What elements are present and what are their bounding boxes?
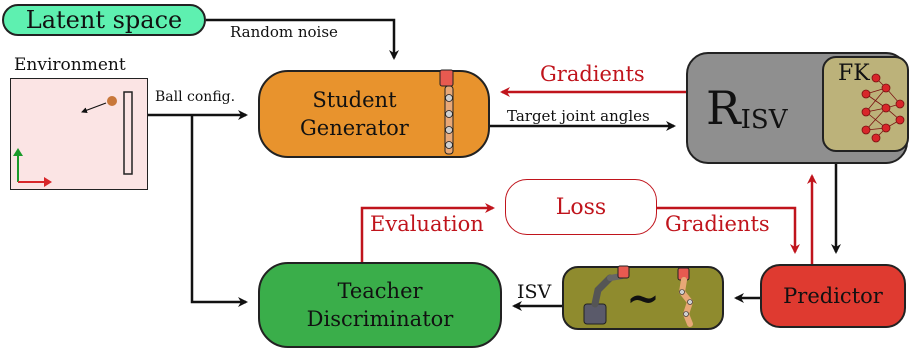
ball-config-label: Ball config. xyxy=(155,89,236,105)
environment-scene xyxy=(13,91,133,187)
x-axis-arrowhead xyxy=(44,177,52,187)
random-noise-label: Random noise xyxy=(230,23,338,41)
loss-node: Loss xyxy=(505,179,657,235)
gradients-mid-arrow xyxy=(657,206,800,254)
real-robot-icon xyxy=(583,265,630,325)
fk-label: FK xyxy=(838,61,870,86)
neural-network-icon xyxy=(861,73,905,143)
fk-node: FK xyxy=(822,56,909,152)
student-line1: Student xyxy=(312,88,397,112)
noise-arrow xyxy=(206,18,399,60)
target-joint-angles-label: Target joint angles xyxy=(507,107,650,125)
predictor-label: Predictor xyxy=(783,284,883,308)
teacher-discriminator-node: Teacher Discriminator xyxy=(258,262,502,348)
isv-label: ISV xyxy=(517,281,552,303)
loss-label: Loss xyxy=(555,194,607,220)
ball-config-teacher-arrow xyxy=(190,115,248,307)
risv-main-label: R xyxy=(706,81,741,135)
predictor-node: Predictor xyxy=(760,264,906,328)
robot-arm-icon xyxy=(439,69,454,155)
student-line2: Generator xyxy=(300,116,409,140)
latent-space-label: Latent space xyxy=(25,6,183,34)
simulated-robot-icon xyxy=(677,267,694,327)
latent-space-node: Latent space xyxy=(2,4,206,36)
teacher-line2: Discriminator xyxy=(306,307,454,331)
ball-velocity-arrow xyxy=(81,102,107,114)
environment-node xyxy=(10,78,148,190)
gradients-mid-label: Gradients xyxy=(665,212,770,236)
gradients-top-label: Gradients xyxy=(540,62,645,86)
evaluation-label: Evaluation xyxy=(370,212,484,236)
environment-label: Environment xyxy=(14,55,126,75)
paddle-shape xyxy=(123,91,133,175)
evaluation-arrow xyxy=(360,203,495,262)
teacher-line1: Teacher xyxy=(337,279,423,303)
y-axis-arrowhead xyxy=(13,148,23,156)
risv-sub-label: ISV xyxy=(740,105,788,135)
ball-shape xyxy=(107,96,117,106)
tilde-symbol: ~ xyxy=(626,274,660,322)
